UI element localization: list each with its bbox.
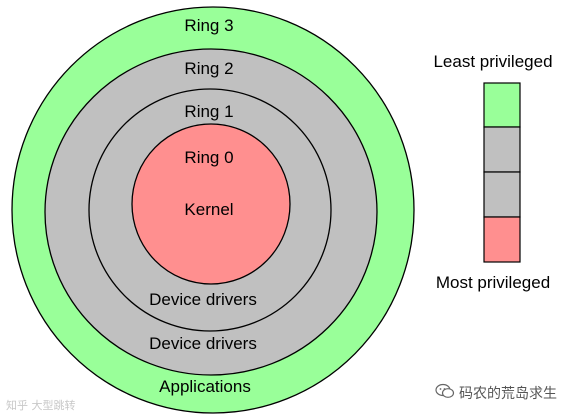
most-privileged-label: Most privileged bbox=[436, 273, 550, 292]
ring-1-content-label: Device drivers bbox=[149, 290, 257, 309]
legend-cell-ring-0 bbox=[483, 216, 521, 263]
applications-label: Applications bbox=[159, 377, 251, 396]
ring-0-circle bbox=[131, 123, 291, 285]
legend-cell-ring-1 bbox=[483, 171, 521, 218]
ring-2-content-label: Device drivers bbox=[149, 334, 257, 353]
ring-2-label: Ring 2 bbox=[184, 59, 233, 78]
wechat-watermark: 码农的荒岛求生 bbox=[435, 383, 557, 403]
legend-cell-ring-2 bbox=[483, 126, 521, 173]
legend-cell-ring-3 bbox=[483, 82, 521, 128]
wechat-icon bbox=[435, 383, 455, 403]
zhihu-watermark: 知乎 大型跳转 bbox=[6, 399, 76, 412]
ring-0-label: Ring 0 bbox=[184, 148, 233, 167]
wechat-watermark-text: 码农的荒岛求生 bbox=[459, 386, 557, 402]
ring-3-label: Ring 3 bbox=[184, 16, 233, 35]
least-privileged-label: Least privileged bbox=[433, 52, 552, 71]
ring-1-label: Ring 1 bbox=[184, 102, 233, 121]
kernel-label: Kernel bbox=[184, 200, 233, 219]
